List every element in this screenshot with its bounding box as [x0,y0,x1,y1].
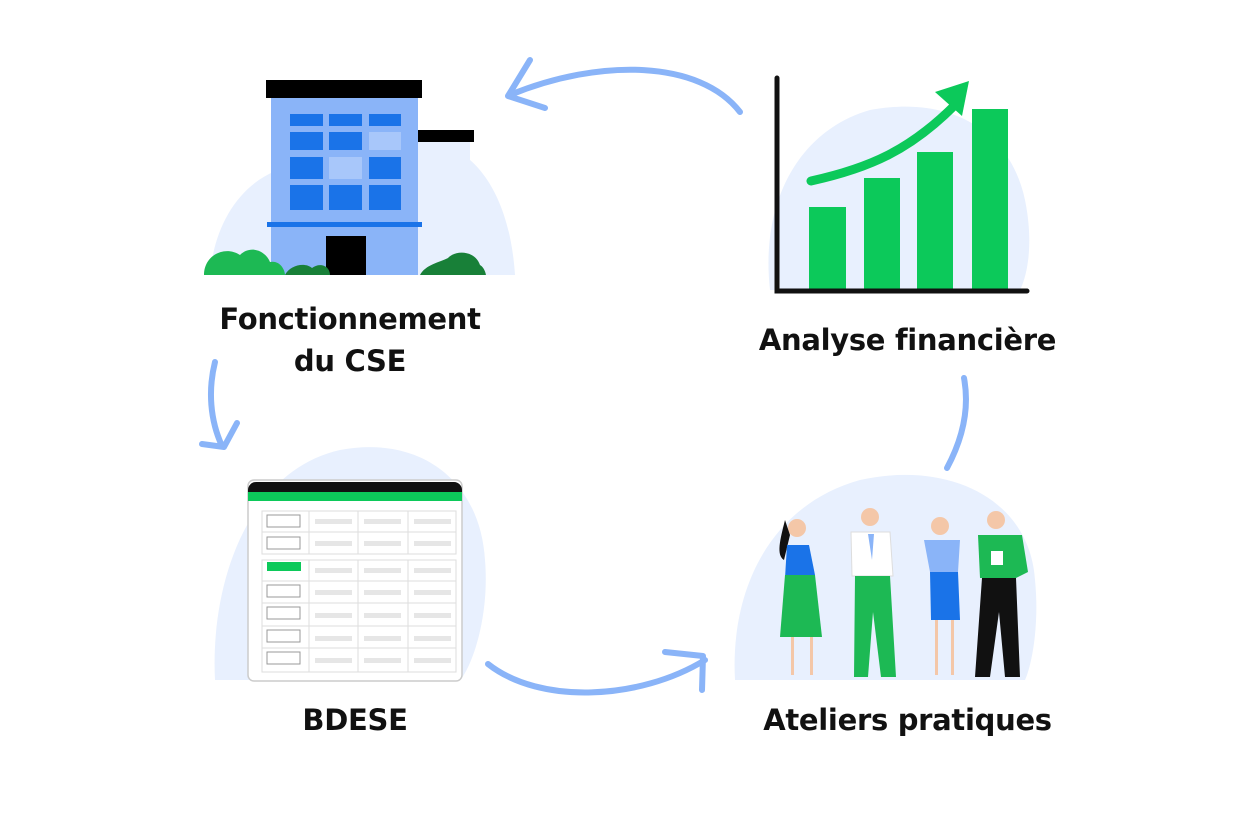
bar-2 [864,178,900,289]
node-bdese-label: BDESE [302,703,408,737]
bar-1 [809,207,846,289]
node-ateliers-label: Ateliers pratiques [763,703,1052,737]
arrow-fonctionnement-to-bdese [207,359,225,449]
node-fonctionnement-label: Fonctionnement du CSE [190,298,510,382]
arrow-ateliers-to-analyse [944,375,969,471]
arrowhead-down-icon [199,420,240,450]
label-line-2: du CSE [293,344,407,378]
arrowhead-right-icon [662,649,706,693]
arrow-analyse-to-fonctionnement [507,66,743,115]
label-line-1: Fonctionnement [219,302,481,336]
bar-3 [917,152,953,289]
arrow-bdese-to-ateliers [485,657,708,696]
arrowhead-left-icon [505,57,548,111]
bar-4 [972,109,1008,289]
node-analyse-label: Analyse financière [758,323,1057,357]
